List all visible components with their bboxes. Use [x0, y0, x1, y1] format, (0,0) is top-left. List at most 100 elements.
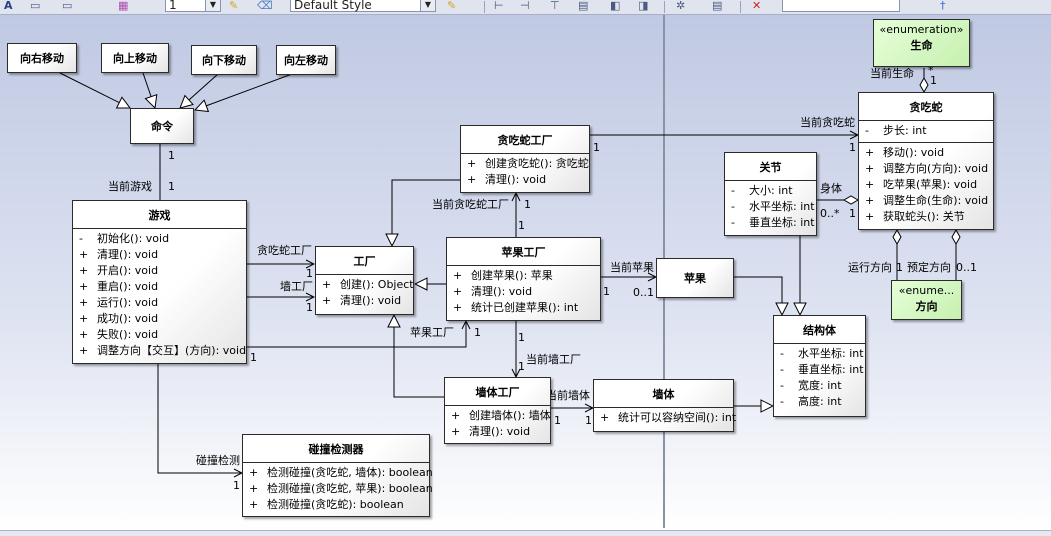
attribute-row[interactable]: -水平坐标: int [780, 347, 864, 360]
method-row[interactable]: +失败(): void [79, 328, 159, 341]
attribute-row[interactable]: -大小: int [731, 184, 793, 197]
label-current-apple: 当前苹果 [610, 260, 654, 274]
multiplicity-label: 1 [524, 198, 531, 211]
method-row[interactable]: +调整方向(方向): void [865, 162, 989, 175]
distribute-icon[interactable]: ▤ [578, 0, 589, 12]
method-row[interactable]: +统计已创建苹果(): int [453, 301, 579, 314]
methods-section: +统计可以容纳空间(): int [594, 407, 737, 429]
class-game[interactable]: 游戏 -初始化(): void +清理(): void +开启(): void … [72, 200, 247, 364]
class-structure[interactable]: 结构体 -水平坐标: int -垂直坐标: int -宽度: int -高度: … [773, 315, 866, 417]
class-wall-factory[interactable]: 墙体工厂 +创建墙体(): 墙体 +清理(): void [444, 377, 551, 444]
pen-icon[interactable]: ✎ [229, 0, 239, 12]
class-title: 贪吃蛇 [909, 101, 943, 114]
fill-color-icon[interactable]: ▭ [62, 0, 73, 12]
grid-color-icon[interactable]: ▦ [118, 0, 129, 12]
font-color-icon[interactable]: ▭ [30, 0, 41, 12]
multiplicity-label: 1 [518, 360, 525, 373]
method-row[interactable]: +清理(): void [453, 285, 533, 298]
methods-section: +创建苹果(): 苹果 +清理(): void +统计已创建苹果(): int [447, 265, 600, 319]
attribute-row[interactable]: -高度: int [780, 395, 842, 408]
method-row[interactable]: +移动(): void [865, 146, 945, 159]
class-title: 墙体工厂 [475, 386, 520, 399]
bring-front-icon[interactable]: ◧ [610, 0, 621, 12]
line-width-combo[interactable]: 1 ▼ [165, 0, 221, 12]
multiplicity-label: 1 [603, 285, 610, 298]
class-title: 墙体 [652, 388, 675, 401]
enum-life[interactable]: «enumeration» 生命 [873, 19, 970, 67]
class-collision-detector[interactable]: 碰撞检测器 +检测碰撞(贪吃蛇, 墙体): boolean +检测碰撞(贪吃蛇,… [242, 434, 433, 517]
method-row[interactable]: +调整生命(生命): void [865, 194, 989, 207]
search-box[interactable] [782, 0, 900, 12]
method-row[interactable]: +创建墙体(): 墙体 [451, 409, 551, 422]
class-title: 结构体 [803, 324, 836, 337]
attribute-row[interactable]: -宽度: int [780, 379, 842, 392]
align-left-icon[interactable]: ⊢ [494, 0, 504, 12]
class-title: 向下移动 [202, 54, 246, 67]
method-row[interactable]: +清理(): void [467, 173, 547, 186]
class-move-left[interactable]: 向左移动 [276, 45, 336, 75]
class-command[interactable]: 命令 [130, 108, 194, 144]
delete-icon[interactable]: ✕ [752, 0, 762, 12]
method-row[interactable]: +检测碰撞(贪吃蛇): boolean [249, 498, 404, 511]
multiplicity-label: 0..* [820, 207, 840, 220]
multiplicity-label: 1 [554, 414, 561, 427]
class-move-down[interactable]: 向下移动 [191, 45, 257, 75]
toolbar: A ▭ ▭ ▦ 1 ▼ ✎ ⌫ Default Style ▼ ✎ ⊢ ⊣ ⊤ … [0, 0, 1051, 15]
method-row[interactable]: +检测碰撞(贪吃蛇, 苹果): boolean [249, 482, 433, 495]
method-row[interactable]: +成功(): void [79, 312, 159, 325]
attribute-row[interactable]: -步长: int [865, 124, 927, 137]
label-body: 身体 [820, 181, 842, 195]
class-joint[interactable]: 关节 -大小: int -水平坐标: int -垂直坐标: int [724, 152, 817, 236]
method-row[interactable]: +开启(): void [79, 264, 159, 277]
class-wall[interactable]: 墙体 +统计可以容纳空间(): int [593, 379, 737, 432]
class-move-right[interactable]: 向右移动 [7, 43, 77, 73]
method-row[interactable]: -初始化(): void [79, 232, 170, 245]
enum-direction[interactable]: «enume... 方向 [891, 280, 962, 320]
align-right-icon[interactable]: ⊣ [520, 0, 530, 12]
class-move-up[interactable]: 向上移动 [101, 43, 169, 73]
method-row[interactable]: +重启(): void [79, 280, 159, 293]
pin-icon[interactable]: † [940, 0, 946, 12]
class-apple[interactable]: 苹果 [656, 258, 734, 298]
class-snake[interactable]: 贪吃蛇 -步长: int +移动(): void +调整方向(方向): void… [858, 92, 994, 230]
label-current-snake-factory: 当前贪吃蛇工厂 [432, 197, 509, 211]
method-row[interactable]: +统计可以容纳空间(): int [600, 411, 737, 424]
method-row[interactable]: +调整方向【交互】(方向): void [79, 344, 247, 357]
class-title: 工厂 [353, 255, 376, 268]
chevron-down-icon[interactable]: ▼ [205, 0, 220, 11]
generalization-line [59, 72, 130, 108]
class-factory[interactable]: 工厂 +创建(): Object +清理(): void [315, 246, 414, 315]
method-row[interactable]: +创建(): Object [322, 278, 414, 291]
label-current-game: 当前游戏 [108, 179, 152, 193]
attribute-row[interactable]: -垂直坐标: int [780, 363, 864, 376]
method-row[interactable]: +吃苹果(苹果): void [865, 178, 978, 191]
method-row[interactable]: +清理(): void [451, 425, 531, 438]
method-row[interactable]: +运行(): void [79, 296, 159, 309]
method-row[interactable]: +清理(): void [322, 294, 402, 307]
attribute-row[interactable]: -垂直坐标: int [731, 216, 815, 229]
methods-section: +创建墙体(): 墙体 +清理(): void [445, 405, 551, 443]
method-row[interactable]: +检测碰撞(贪吃蛇, 墙体): boolean [249, 466, 433, 479]
multiplicity-label: 1 [585, 414, 592, 427]
method-row[interactable]: +创建苹果(): 苹果 [453, 269, 553, 282]
attribute-row[interactable]: -水平坐标: int [731, 200, 815, 213]
method-row[interactable]: +清理(): void [79, 248, 159, 261]
text-icon[interactable]: A [4, 0, 13, 12]
settings-icon[interactable]: ✲ [676, 0, 686, 12]
multiplicity-label: 1 [518, 219, 525, 232]
methods-section: -初始化(): void +清理(): void +开启(): void +重启… [73, 228, 246, 362]
generalization-line [180, 73, 219, 108]
horizontal-scrollbar[interactable] [0, 530, 1051, 536]
style-combo[interactable]: Default Style ▼ [290, 0, 436, 12]
properties-icon[interactable]: ▤ [712, 0, 723, 12]
class-snake-factory[interactable]: 贪吃蛇工厂 +创建贪吃蛇(): 贪吃蛇 +清理(): void [460, 125, 590, 193]
class-apple-factory[interactable]: 苹果工厂 +创建苹果(): 苹果 +清理(): void +统计已创建苹果():… [446, 237, 601, 321]
chevron-down-icon[interactable]: ▼ [420, 0, 435, 11]
align-top-icon[interactable]: ⊤ [550, 0, 560, 12]
method-row[interactable]: +创建贪吃蛇(): 贪吃蛇 [467, 157, 589, 170]
send-back-icon[interactable]: ◨ [638, 0, 649, 12]
eraser-icon[interactable]: ⌫ [257, 0, 273, 12]
multiplicity-label: 1 [306, 267, 313, 280]
format-painter-icon[interactable]: ✎ [447, 0, 457, 12]
method-row[interactable]: +获取蛇头(): 关节 [865, 210, 965, 223]
